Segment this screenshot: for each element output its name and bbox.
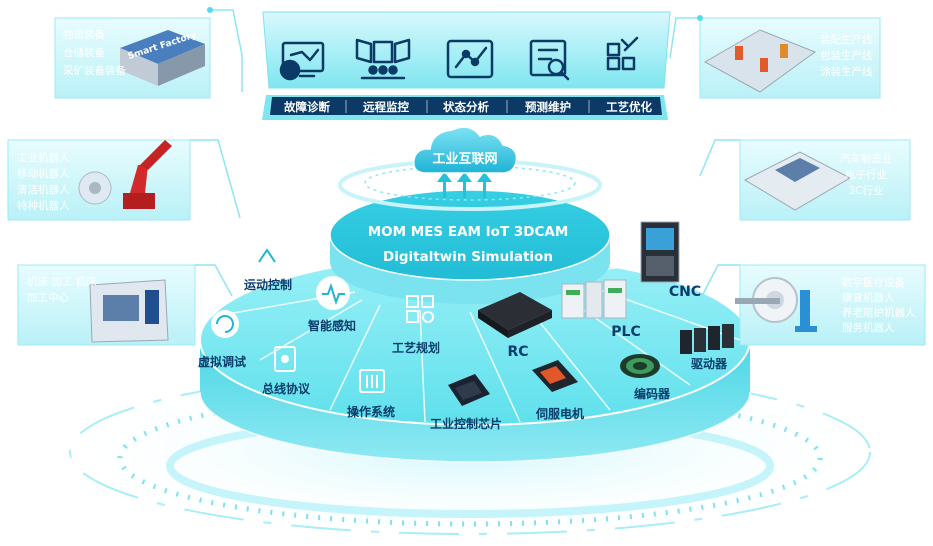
- left-panels: Smart Factory 物流装备 仓储装备 采矿装备装备 工业机器人 移动机…: [7, 7, 243, 346]
- left-ring: 运动控制 智能感知 工艺规划 虚拟调试 总线协议 操作: [198, 244, 502, 431]
- side-item: 加工中心: [27, 291, 69, 304]
- remote-monitor-icon: [355, 38, 411, 80]
- ring-label: 工业控制芯片: [430, 416, 502, 431]
- control-chip-icon: [448, 374, 490, 406]
- production-line-image: [703, 29, 817, 93]
- servo-motor-icon: [532, 360, 578, 392]
- ring-label: 总线协议: [262, 381, 311, 396]
- top-item-label: 状态分析: [443, 100, 489, 114]
- ring-label: 工艺规划: [392, 340, 440, 355]
- operating-system-icon: [359, 369, 385, 393]
- right-panels: 装配生产线 包装生产线 涂装生产线 汽车制造业 电子行业 3C行业 数字医疗设备…: [669, 15, 926, 346]
- right-ring: RC PLC CNC 伺服电机 编码器: [478, 221, 734, 421]
- side-item: 电子行业: [845, 168, 887, 181]
- process-optimization-icon: [606, 36, 639, 71]
- process-planning-icon: [406, 295, 434, 323]
- factory-layout-image: [743, 151, 852, 211]
- top-item-label: 远程监控: [363, 100, 409, 114]
- side-item: 康复机器人: [842, 291, 895, 304]
- industrial-robot-image: [78, 140, 172, 209]
- cloud-label: 工业互联网: [432, 151, 497, 167]
- cnc-machine-image: [89, 279, 169, 343]
- side-item: 机床 加工 机床: [27, 275, 97, 288]
- ring-label: CNC: [669, 284, 701, 300]
- side-item: 移动机器人: [17, 167, 70, 180]
- ring-label: 伺服电机: [535, 406, 584, 421]
- ring-label: 操作系统: [347, 404, 395, 419]
- side-item: 服务机器人: [842, 321, 895, 334]
- side-item: 数字医疗设备: [842, 276, 905, 289]
- side-item: 物流装备: [63, 28, 105, 41]
- virtual-debug-icon: [211, 310, 239, 338]
- ring-label: RC: [507, 344, 528, 360]
- side-item: 养老陪护机器人: [842, 306, 916, 319]
- ring-label: 编码器: [633, 386, 671, 401]
- plc-device-icon: [561, 279, 627, 319]
- side-item: 包装生产线: [820, 49, 873, 62]
- upper-disc: MOM MES EAM IoT 3DCAM Digitaltwin Simula…: [329, 189, 611, 304]
- cloud-section: 工业互联网: [338, 126, 602, 211]
- cnc-device-icon: [640, 221, 680, 283]
- encoder-icon: [620, 354, 660, 378]
- side-item: 清洁机器人: [17, 183, 70, 196]
- side-item: 汽车制造业: [840, 152, 893, 165]
- ring-label: 智能感知: [307, 318, 356, 333]
- top-icons: [279, 36, 639, 81]
- side-item: 3C行业: [848, 184, 883, 197]
- top-layer-line2: Digitaltwin Simulation: [383, 249, 553, 265]
- medical-equipment-image: [735, 277, 817, 332]
- ring-label: 虚拟调试: [198, 354, 246, 369]
- status-analysis-icon: [446, 39, 494, 79]
- top-item-label: 故障诊断: [284, 100, 330, 114]
- bus-protocol-icon: [274, 346, 296, 372]
- fault-diagnosis-icon: [279, 41, 325, 81]
- top-item-label: 预测维护: [525, 100, 571, 114]
- driver-device-icon: [680, 324, 734, 354]
- motion-control-icon: [254, 244, 280, 270]
- side-item: 仓储装备: [63, 46, 105, 59]
- smart-sensing-icon: [316, 276, 350, 310]
- cloud-icon: [413, 126, 518, 174]
- predictive-maintenance-icon: [529, 39, 570, 81]
- side-item: 装配生产线: [820, 33, 873, 46]
- side-item: 采矿装备装备: [63, 64, 126, 77]
- side-item: 涂装生产线: [820, 65, 873, 78]
- ring-label: 运动控制: [244, 277, 292, 292]
- rc-device-icon: [478, 292, 552, 338]
- ring-label: PLC: [611, 324, 640, 340]
- top-layer-line1: MOM MES EAM IoT 3DCAM: [368, 224, 569, 240]
- side-item: 工业机器人: [17, 151, 70, 164]
- ring-label: 驱动器: [691, 357, 728, 371]
- side-item: 特种机器人: [17, 199, 70, 212]
- top-panel: 故障诊断 远程监控 状态分析 预测维护 工艺优化: [262, 11, 671, 120]
- top-item-label: 工艺优化: [606, 100, 652, 114]
